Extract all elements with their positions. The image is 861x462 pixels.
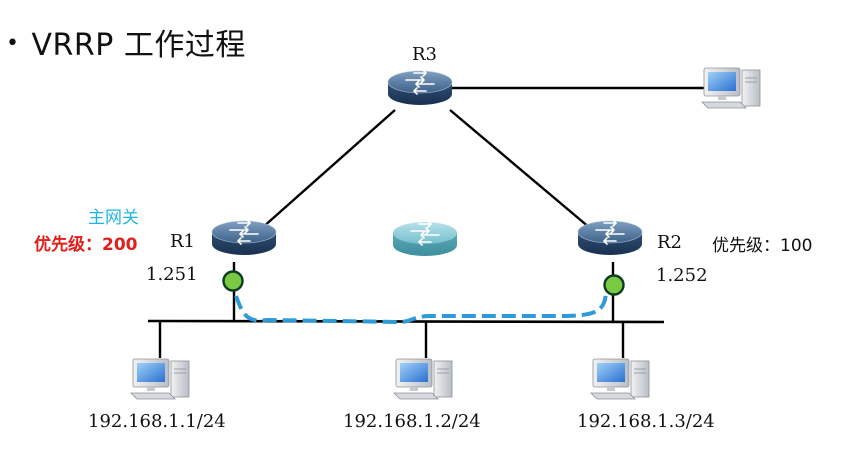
r2-priority-label: 优先级：100 — [712, 236, 813, 256]
r1-priority-label: 优先级：200 — [34, 235, 138, 255]
router-r3-icon — [388, 70, 452, 105]
slide-title-text: VRRP 工作过程 — [31, 28, 246, 63]
r2-ip-label: 1.252 — [656, 265, 708, 286]
router-r1-icon — [212, 220, 276, 255]
link-r3-r2 — [449, 109, 591, 229]
r1-ip-label: 1.251 — [146, 264, 198, 285]
pc-host2-icon — [393, 358, 453, 400]
host2-ip-label: 192.168.1.2/24 — [343, 411, 481, 432]
r1-port-indicator — [222, 270, 244, 292]
pc-host1-icon — [130, 358, 190, 400]
master-gateway-label: 主网关 — [88, 208, 139, 228]
slide-title: • VRRP 工作过程 — [6, 20, 246, 64]
link-r3-r1 — [261, 109, 396, 229]
host1-ip-label: 192.168.1.1/24 — [88, 411, 226, 432]
r3-label: R3 — [412, 44, 438, 65]
vrrp-dashed-path — [234, 291, 608, 325]
router-r2-icon — [578, 220, 642, 255]
bullet-icon: • — [6, 31, 20, 56]
host3-ip-label: 192.168.1.3/24 — [577, 411, 715, 432]
pc-host3-icon — [590, 358, 650, 400]
r2-label: R2 — [657, 232, 683, 253]
virtual-router-icon — [393, 221, 457, 256]
r2-port-indicator — [603, 274, 625, 296]
pc-r3-icon — [701, 67, 761, 109]
r1-label: R1 — [170, 231, 196, 252]
